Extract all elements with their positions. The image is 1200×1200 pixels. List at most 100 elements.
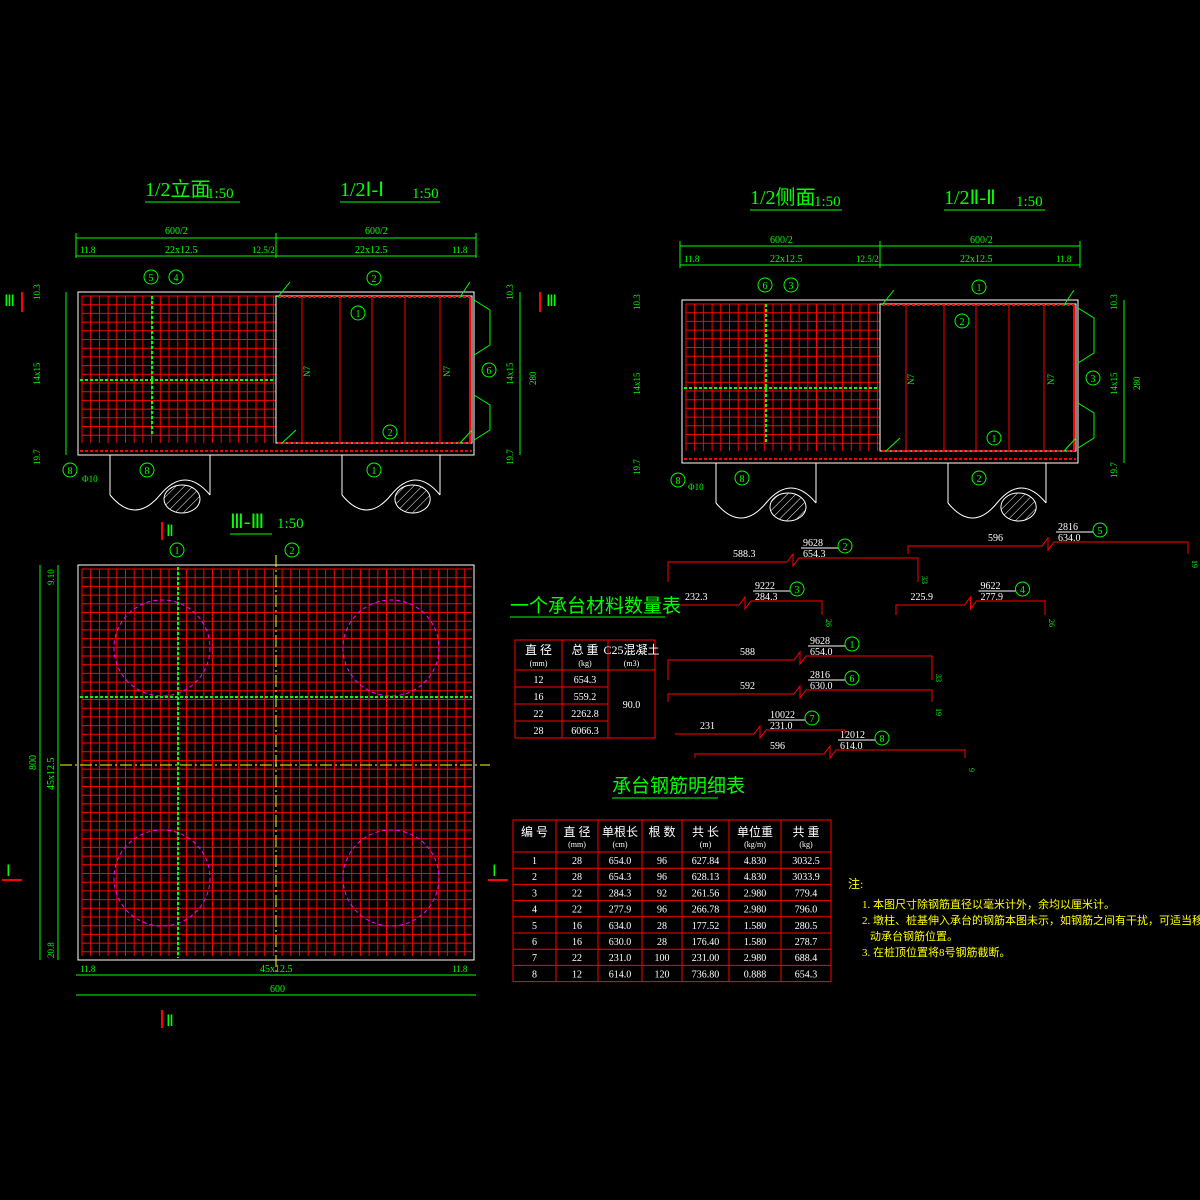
- callout-circle: [366, 462, 382, 478]
- rebar-shape-length: 231.0: [770, 721, 793, 732]
- rebar-shape-line: [694, 744, 966, 760]
- notes-head: 注:: [848, 876, 863, 891]
- section-mark-II-bottom: Ⅱ: [166, 1013, 174, 1030]
- rebar-shape-side: 225.9: [911, 592, 934, 603]
- note-2: 2. 墩柱、桩基伸入承台的钢筋本图未示，如钢筋之间有干扰，可适当移: [862, 913, 1200, 927]
- materials-cell: 559.2: [574, 692, 597, 703]
- svg-text:10.3: 10.3: [632, 294, 642, 310]
- plan-section-III: 800 45x12.5 9.10 20.8 11.8 45x12.5 11.8 …: [2, 522, 508, 1030]
- rebar-table-cell: 28: [572, 856, 582, 867]
- section-mark-I-right: Ⅰ: [492, 863, 497, 880]
- rebar-table-cell: 614.0: [609, 969, 632, 980]
- rebar-shape-line: [895, 595, 1046, 615]
- callout-label: 2: [290, 546, 295, 557]
- svg-text:22x12.5: 22x12.5: [165, 245, 198, 256]
- svg-text:600/2: 600/2: [365, 226, 388, 237]
- callout-circle: [971, 279, 987, 295]
- rebar-table-cell: 96: [657, 905, 667, 916]
- rebar-table-cell: 4.830: [744, 872, 767, 883]
- callout-circle: [169, 542, 185, 558]
- svg-text:800: 800: [28, 755, 39, 770]
- rebar-table-cell: 16: [572, 937, 582, 948]
- rebar-table-cell: 2.980: [744, 953, 767, 964]
- rebar-table-cell: 630.0: [609, 937, 632, 948]
- rebar-table-cell: 22: [572, 888, 582, 899]
- rebar-shape-callout: [837, 538, 853, 554]
- title-side: 1/2侧面: [750, 186, 816, 209]
- rebar-table-unit: (mm): [568, 840, 586, 849]
- rebar-table-cell: 634.0: [609, 921, 632, 932]
- rebar-shape-end: 9: [967, 768, 976, 772]
- rebar-table-cell: 28: [657, 921, 667, 932]
- rebar-shape-callout: [874, 730, 890, 746]
- svg-text:19.7: 19.7: [1109, 462, 1119, 478]
- callout-circle: [366, 270, 382, 286]
- svg-text:Φ10: Φ10: [688, 482, 704, 492]
- rebar-bending-diagrams: 588.39628654.32335962816634.0519232.3922…: [667, 522, 1199, 772]
- svg-text:19.7: 19.7: [632, 459, 642, 475]
- rebar-shape-line: [667, 650, 933, 680]
- callout-circle: [168, 269, 184, 285]
- rebar-shape-callout: [789, 581, 805, 597]
- materials-header: 直 径: [525, 643, 552, 657]
- rebar-shape-side: 588.3: [733, 549, 756, 560]
- rebar-table-cell: 176.40: [692, 937, 720, 948]
- rebar-shape-end: 19: [1190, 560, 1199, 568]
- rebar-table-cell: 8: [532, 969, 537, 980]
- rebar-table-cell: 16: [572, 921, 582, 932]
- callout-label: 1: [372, 466, 377, 477]
- svg-text:10.3: 10.3: [505, 284, 515, 300]
- rebar-shape-side: 588: [740, 647, 755, 658]
- rebar-table-cell: 96: [657, 856, 667, 867]
- rebar-shape-end: 33: [920, 576, 929, 584]
- title-front: 1/2立面: [145, 178, 211, 201]
- rebar-shape-end: 19: [934, 708, 943, 716]
- svg-text:11.8: 11.8: [1056, 254, 1072, 264]
- rebar-table-header: 单位重: [737, 824, 773, 839]
- note-3: 3. 在桩顶位置将8号钢筋截断。: [862, 945, 1011, 959]
- callout-label: 2: [372, 274, 377, 285]
- rebar-table-cell: 628.13: [692, 872, 720, 883]
- rebar-table-cell: 2.980: [744, 905, 767, 916]
- section-mark-I-left: Ⅰ: [6, 863, 11, 880]
- rebar-shape-line: [667, 684, 933, 702]
- materials-unit: (kg): [578, 659, 592, 668]
- rebar-shape-id: 6: [850, 674, 855, 685]
- rebar-shape-end: 33: [934, 674, 943, 682]
- callout-label: 8: [68, 466, 73, 477]
- rebar-shape-id: 7: [810, 714, 815, 725]
- callout-circle: [670, 472, 686, 488]
- svg-text:14x15: 14x15: [1109, 372, 1119, 395]
- rebar-table-cell: 120: [655, 969, 670, 980]
- rebar-table-header: 单根长: [602, 825, 638, 839]
- svg-text:20.8: 20.8: [46, 942, 56, 958]
- rebar-table-cell: 231.00: [692, 953, 720, 964]
- rebar-shape-line: [907, 536, 1189, 554]
- rebar-table-cell: 28: [657, 937, 667, 948]
- callout-label: 8: [145, 466, 150, 477]
- rebar-table-cell: 1.580: [744, 921, 767, 932]
- callout-label: 4: [174, 273, 179, 284]
- rebar-table-cell: 2.980: [744, 888, 767, 899]
- rebar-shape-id: 3: [795, 585, 800, 596]
- rebar-shape-callout: [844, 670, 860, 686]
- rebar-shape-length: 284.3: [755, 592, 778, 603]
- materials-cell: 2262.8: [571, 709, 599, 720]
- rebar-table-cell: 22: [572, 905, 582, 916]
- rebar-shape-top: 2816: [1058, 522, 1078, 533]
- rebar-shape-side: 592: [740, 681, 755, 692]
- svg-text:9.10: 9.10: [46, 569, 56, 585]
- svg-text:10.3: 10.3: [1109, 294, 1119, 310]
- note-1: 1. 本图尺寸除钢筋直径以毫米计外，余均以厘米计。: [862, 897, 1115, 911]
- title-side-scale: 1:50: [814, 194, 841, 210]
- rebar-table-cell: 1.580: [744, 937, 767, 948]
- svg-text:600/2: 600/2: [165, 226, 188, 237]
- callout-label: 2: [388, 428, 393, 439]
- materials-unit: (m3): [624, 659, 640, 668]
- svg-text:N7: N7: [302, 366, 312, 377]
- rebar-table-cell: 96: [657, 872, 667, 883]
- callout-label: 3: [1091, 374, 1096, 385]
